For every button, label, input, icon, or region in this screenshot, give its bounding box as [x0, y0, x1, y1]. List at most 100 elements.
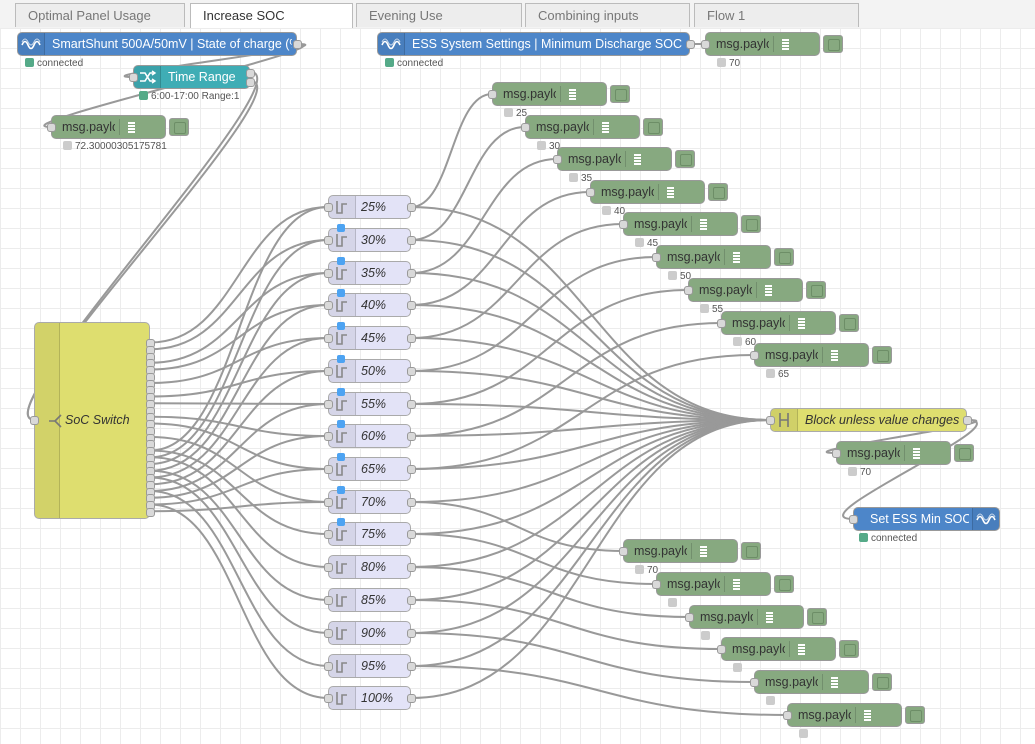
input-port[interactable] — [619, 547, 628, 556]
debug-toggle-button[interactable] — [823, 35, 843, 53]
input-port[interactable] — [832, 449, 841, 458]
input-port[interactable] — [766, 416, 775, 425]
change-node-60[interactable]: 60% — [324, 420, 416, 448]
output-port[interactable] — [686, 40, 695, 49]
tab-optimal-panel-usage[interactable]: Optimal Panel Usage — [15, 3, 185, 27]
debug-soc-65-node[interactable]: msg.payload — [750, 343, 892, 367]
output-port[interactable] — [407, 498, 416, 507]
input-port[interactable] — [324, 367, 333, 376]
output-port[interactable] — [146, 507, 155, 517]
input-port[interactable] — [701, 40, 710, 49]
debug-toggle-button[interactable] — [872, 346, 892, 364]
debug-toggle-button[interactable] — [954, 444, 974, 462]
output-port[interactable] — [407, 334, 416, 343]
input-port[interactable] — [652, 253, 661, 262]
input-port[interactable] — [129, 73, 138, 82]
tab-combining-inputs[interactable]: Combining inputs — [525, 3, 690, 27]
debug-toggle-button[interactable] — [169, 118, 189, 136]
input-port[interactable] — [30, 416, 39, 425]
change-node-40[interactable]: 40% — [324, 289, 416, 317]
input-port[interactable] — [684, 286, 693, 295]
output-port[interactable] — [246, 78, 255, 87]
change-node-85[interactable]: 85% — [324, 588, 416, 612]
input-port[interactable] — [685, 613, 694, 622]
debug-soc-40-node[interactable]: msg.payload — [586, 180, 728, 204]
output-port[interactable] — [407, 400, 416, 409]
output-port[interactable] — [407, 662, 416, 671]
debug-soc-95-node[interactable]: msg.payload — [783, 703, 925, 727]
input-port[interactable] — [553, 155, 562, 164]
output-port[interactable] — [407, 269, 416, 278]
input-port[interactable] — [324, 236, 333, 245]
debug-toggle-button[interactable] — [774, 248, 794, 266]
input-port[interactable] — [750, 678, 759, 687]
debug-toggle-button[interactable] — [675, 150, 695, 168]
smartshunt-node[interactable]: SmartShunt 500A/50mV | State of charge (… — [17, 32, 302, 56]
debug-toggle-button[interactable] — [905, 706, 925, 724]
debug-toggle-button[interactable] — [643, 118, 663, 136]
input-port[interactable] — [324, 269, 333, 278]
change-node-75[interactable]: 75% — [324, 518, 416, 546]
debug-soc-35-node[interactable]: msg.payload — [553, 147, 695, 171]
input-port[interactable] — [324, 432, 333, 441]
debug-top-node[interactable]: msg.payload — [47, 115, 189, 139]
debug-toggle-button[interactable] — [807, 608, 827, 626]
output-port[interactable] — [407, 563, 416, 572]
debug-soc-30-node[interactable]: msg.payload — [521, 115, 663, 139]
change-node-25[interactable]: 25% — [324, 195, 416, 219]
input-port[interactable] — [324, 694, 333, 703]
output-port[interactable] — [407, 432, 416, 441]
output-port[interactable] — [293, 40, 302, 49]
output-port[interactable] — [407, 530, 416, 539]
ess-settings-node[interactable]: ESS System Settings | Minimum Discharge … — [377, 32, 695, 56]
tab-evening-use[interactable]: Evening Use — [356, 3, 522, 27]
debug-soc-60-node[interactable]: msg.payload — [717, 311, 859, 335]
input-port[interactable] — [47, 123, 56, 132]
input-port[interactable] — [324, 203, 333, 212]
input-port[interactable] — [783, 711, 792, 720]
debug-toggle-button[interactable] — [708, 183, 728, 201]
debug-soc-90-node[interactable]: msg.payload — [750, 670, 892, 694]
change-node-30[interactable]: 30% — [324, 224, 416, 252]
debug-toggle-button[interactable] — [806, 281, 826, 299]
tab-increase-soc[interactable]: Increase SOC — [190, 3, 353, 29]
debug-toggle-button[interactable] — [839, 314, 859, 332]
debug-toggle-button[interactable] — [610, 85, 630, 103]
change-node-95[interactable]: 95% — [324, 654, 416, 678]
debug-toggle-button[interactable] — [839, 640, 859, 658]
input-port[interactable] — [324, 465, 333, 474]
change-node-80[interactable]: 80% — [324, 555, 416, 579]
change-node-35[interactable]: 35% — [324, 257, 416, 285]
output-port[interactable] — [407, 596, 416, 605]
rbe-node[interactable]: Block unless value changes — [766, 408, 972, 432]
debug-soc-45-node[interactable]: msg.payload — [619, 212, 761, 236]
input-port[interactable] — [750, 351, 759, 360]
output-port[interactable] — [407, 367, 416, 376]
input-port[interactable] — [324, 596, 333, 605]
change-node-55[interactable]: 55% — [324, 388, 416, 416]
output-port[interactable] — [407, 236, 416, 245]
change-node-70[interactable]: 70% — [324, 486, 416, 514]
debug-soc-75-node[interactable]: msg.payload — [652, 572, 794, 596]
input-port[interactable] — [717, 319, 726, 328]
input-port[interactable] — [849, 515, 858, 524]
output-port[interactable] — [963, 416, 972, 425]
debug-toggle-button[interactable] — [741, 542, 761, 560]
change-node-90[interactable]: 90% — [324, 621, 416, 645]
output-port[interactable] — [407, 301, 416, 310]
input-port[interactable] — [324, 301, 333, 310]
input-port[interactable] — [324, 498, 333, 507]
debug-soc-25-node[interactable]: msg.payload — [488, 82, 630, 106]
input-port[interactable] — [324, 400, 333, 409]
input-port[interactable] — [324, 629, 333, 638]
soc-switch-node[interactable]: SoC Switch — [30, 322, 155, 519]
input-port[interactable] — [652, 580, 661, 589]
input-port[interactable] — [488, 90, 497, 99]
debug-toggle-button[interactable] — [774, 575, 794, 593]
debug-rbe-node[interactable]: msg.payload — [832, 441, 974, 465]
change-node-45[interactable]: 45% — [324, 322, 416, 350]
output-port[interactable] — [246, 69, 255, 78]
time-range-node[interactable]: Time Range — [129, 65, 255, 89]
output-port[interactable] — [407, 629, 416, 638]
output-port[interactable] — [407, 694, 416, 703]
